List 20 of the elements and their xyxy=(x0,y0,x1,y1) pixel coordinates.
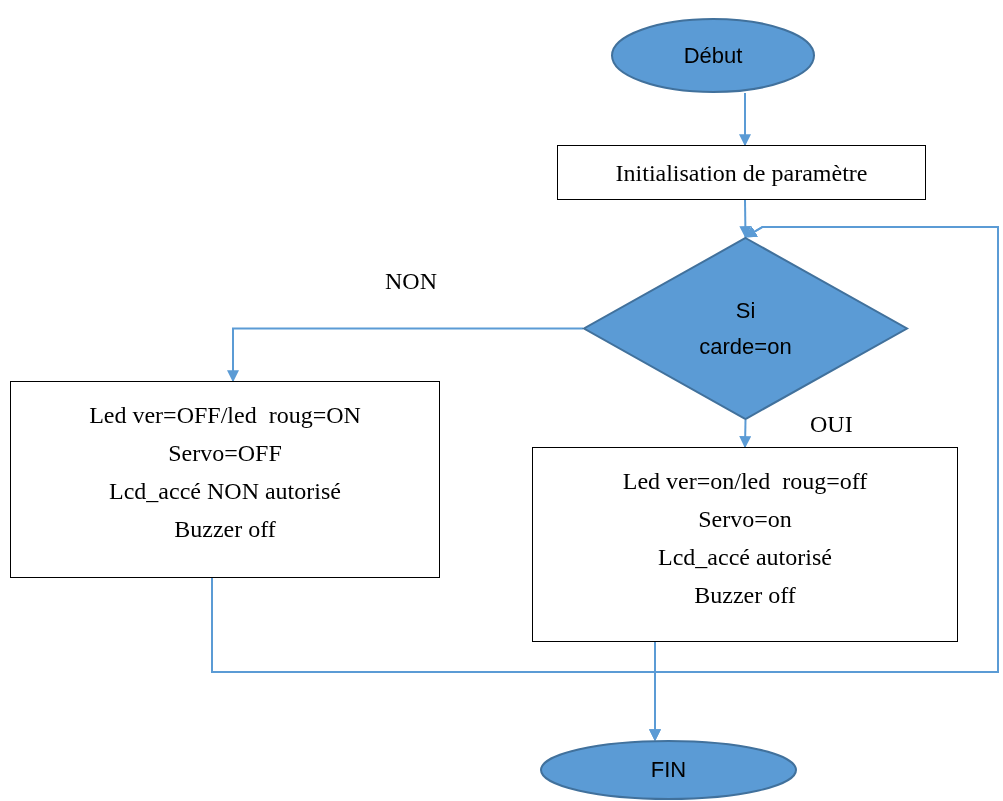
node-text: Si carde=on xyxy=(698,296,793,361)
node-text: Led ver=on/led roug=off xyxy=(622,467,868,496)
node-text: Servo=on xyxy=(698,505,792,534)
process-box xyxy=(532,447,958,642)
node-text: Début xyxy=(683,41,743,70)
arrow xyxy=(739,199,752,239)
arrow xyxy=(227,327,584,383)
process-box xyxy=(10,381,440,578)
node-text: Led ver=OFF/led roug=ON xyxy=(89,401,361,430)
process-box xyxy=(557,145,926,200)
node-text: Initialisation de paramètre xyxy=(615,158,868,188)
arrow xyxy=(739,419,752,449)
node-text: Servo=OFF xyxy=(168,439,282,468)
node-text: Buzzer off xyxy=(174,515,276,544)
node-text: FIN xyxy=(650,756,687,784)
node-text: Lcd_accé NON autorisé xyxy=(109,477,341,506)
arrow xyxy=(654,226,999,673)
arrow xyxy=(739,92,751,147)
node-text: Lcd_accé autorisé xyxy=(658,543,832,572)
node-text: Buzzer off xyxy=(694,581,796,610)
